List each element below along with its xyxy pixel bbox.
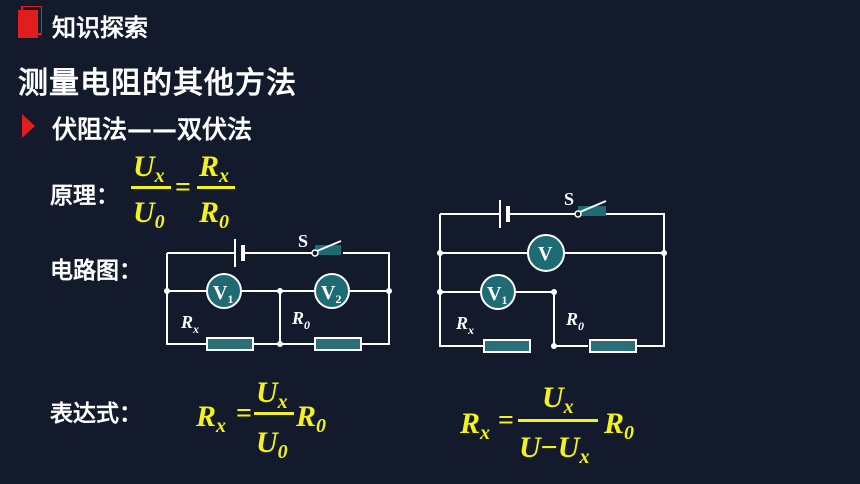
- svg-text:U0: U0: [256, 426, 288, 462]
- svg-text:R0: R0: [603, 407, 634, 444]
- svg-text:Ux: Ux: [133, 150, 165, 187]
- label-rx-c1: Rx: [180, 312, 199, 336]
- label-r0-c2: R0: [565, 309, 584, 333]
- svg-text:V1: V1: [487, 283, 507, 307]
- voltmeter-v1-c2: V1: [480, 274, 516, 310]
- svg-text:V1: V1: [213, 282, 233, 306]
- circuit-diagram-2: S V V1 Rx R0: [437, 189, 667, 353]
- svg-text:U−Ux: U−Ux: [519, 431, 589, 468]
- switch-s-2: S: [564, 189, 607, 218]
- principle-formula: Ux U0 = Rx R0: [131, 150, 235, 232]
- svg-text:Rx: Rx: [459, 407, 490, 444]
- svg-text:S: S: [298, 231, 308, 251]
- expression-1: Rx = Ux U0 R0: [195, 376, 326, 462]
- bullet-arrow-icon: [22, 114, 35, 138]
- voltmeter-v2-c1: V2: [314, 273, 350, 309]
- svg-text:R0: R0: [198, 196, 229, 232]
- svg-text:V: V: [538, 243, 553, 265]
- svg-text:V2: V2: [321, 282, 341, 306]
- label-rx-c2: Rx: [455, 313, 474, 337]
- switch-s-1: S: [298, 231, 342, 257]
- circuit-diagram-1: S V1 V2 Rx R0: [164, 231, 392, 351]
- resistor-rx-c1: [206, 337, 254, 351]
- svg-text:=: =: [236, 398, 252, 429]
- svg-text:S: S: [564, 189, 574, 209]
- principle-label: 原理：: [50, 183, 119, 209]
- page-title: 测量电阻的其他方法: [18, 66, 297, 101]
- svg-text:R0: R0: [295, 400, 326, 437]
- red-book-icon: [18, 6, 42, 38]
- svg-text:=: =: [175, 172, 191, 203]
- resistor-r0-c2: [589, 339, 637, 353]
- circuit-label: 电路图：: [50, 258, 142, 284]
- voltmeter-v-c2: V: [527, 234, 565, 272]
- label-r0-c1: R0: [291, 308, 310, 332]
- svg-text:Ux: Ux: [542, 381, 574, 418]
- svg-text:=: =: [498, 405, 514, 436]
- resistor-rx-c2: [483, 339, 531, 353]
- svg-text:Rx: Rx: [195, 400, 226, 437]
- subtitle: 伏阻法——双伏法: [52, 115, 253, 144]
- svg-text:Rx: Rx: [198, 150, 229, 187]
- expression-label: 表达式：: [50, 401, 142, 427]
- resistor-r0-c1: [314, 337, 362, 351]
- expression-2: Rx = Ux U−Ux R0: [459, 381, 634, 468]
- section-title: 知识探索: [52, 14, 148, 42]
- svg-text:Ux: Ux: [256, 376, 288, 413]
- svg-text:U0: U0: [133, 196, 165, 232]
- voltmeter-v1-c1: V1: [206, 273, 242, 309]
